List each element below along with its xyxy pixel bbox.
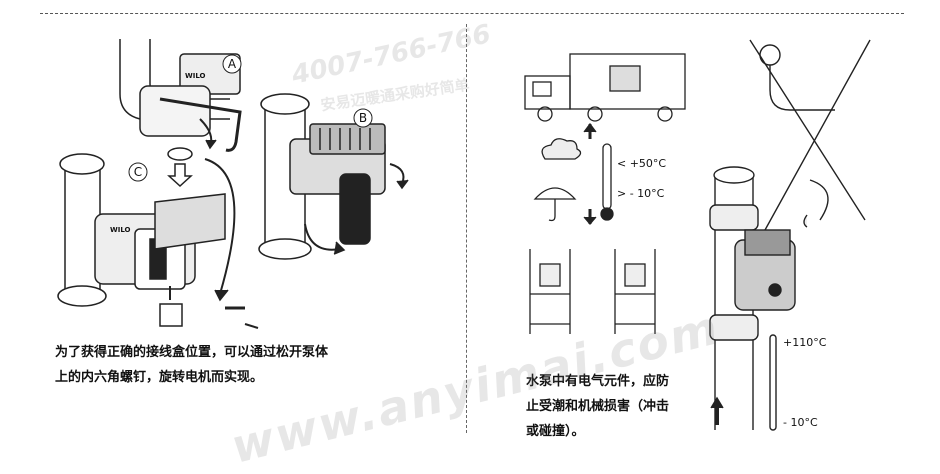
left-caption: 为了获得正确的接线盒位置，可以通过松开泵体 上的内六角螺钉，旋转电机而实现。 [55, 340, 375, 390]
brand-mark-c: WILO [110, 226, 131, 234]
pipe-temp-high: +110°C [783, 336, 827, 349]
right-caption-line-2: 止受潮和机械损害（冲击 [526, 399, 670, 414]
umbrella-icon [533, 187, 577, 222]
label-c: C [134, 165, 142, 179]
right-caption-line-1: 水泵中有电气元件，应防 [526, 374, 670, 389]
figure-b [258, 93, 409, 260]
pipe-temp-low: - 10°C [783, 416, 818, 429]
truck-icon [524, 53, 686, 122]
right-caption: 水泵中有电气元件，应防 止受潮和机械损害（冲击 或碰撞）。 [526, 369, 696, 444]
right-caption-line-3: 或碰撞）。 [526, 424, 585, 439]
left-caption-line-2: 上的内六角螺钉，旋转电机而实现。 [55, 370, 264, 385]
storage-temp-high: < +50°C [617, 157, 666, 170]
shelf-storage-icon [529, 249, 656, 334]
label-a: A [228, 57, 237, 71]
thermometer-icon [602, 143, 612, 210]
left-caption-line-1: 为了获得正确的接线盒位置，可以通过松开泵体 [55, 345, 329, 360]
pump-rotation-illustration: A B C WILO WILO [57, 39, 409, 329]
label-b: B [359, 111, 367, 125]
crossed-out-mark [749, 39, 871, 231]
rain-cloud-icon [541, 138, 582, 160]
column-divider [466, 24, 467, 433]
top-dashed-rule [40, 13, 904, 14]
brand-mark-a: WILO [185, 72, 206, 80]
pipe-install-illustration: +110°C - 10°C [709, 39, 871, 431]
figure-c [57, 147, 259, 329]
figure-a [119, 39, 242, 152]
storage-conditions-illustration: < +50°C > - 10°C [524, 53, 686, 334]
storage-temp-low: > - 10°C [617, 187, 665, 200]
